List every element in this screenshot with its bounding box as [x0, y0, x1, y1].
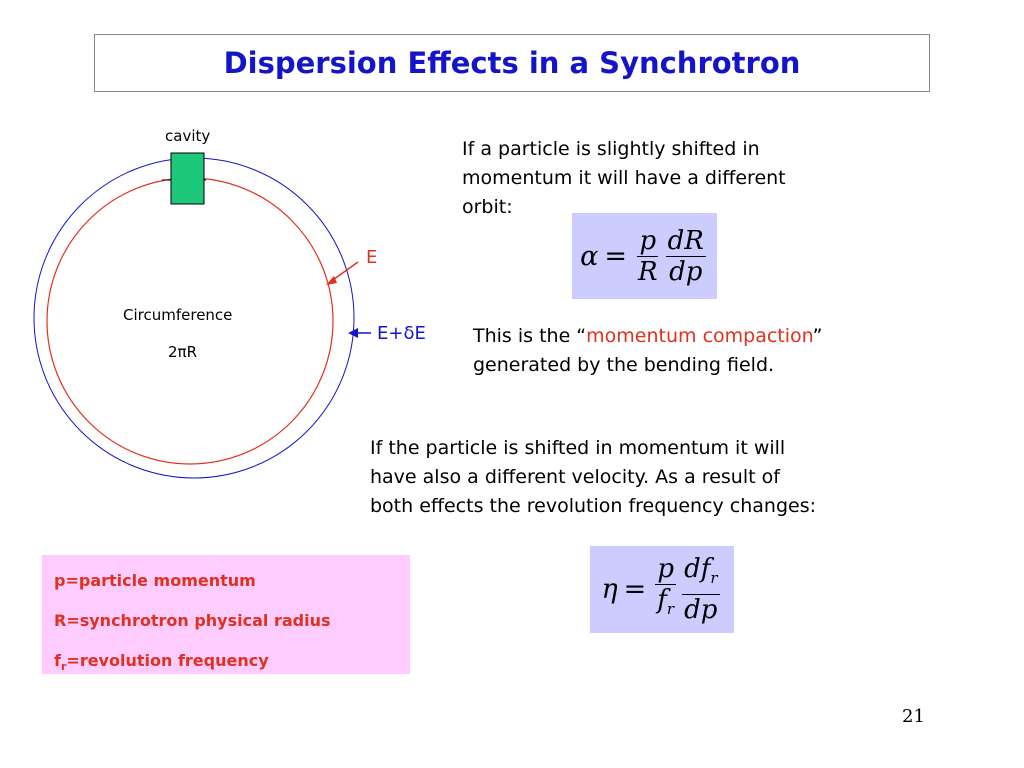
definition-frequency-text: =revolution frequency	[66, 651, 269, 670]
fraction-den-main: f	[657, 585, 667, 616]
fraction-den: fr	[655, 585, 676, 624]
formula-alpha-eq: =	[604, 240, 628, 272]
fraction-num: dR	[665, 225, 706, 257]
fraction-dr-over-dp: dR dp	[665, 225, 706, 287]
fraction-den-sub: r	[666, 600, 675, 619]
formula-eta-lhs: η	[601, 574, 618, 605]
formula-slip-factor: η = p fr dfr dp	[590, 546, 734, 633]
text-block-orbit: If a particle is slightly shifted in mom…	[462, 135, 786, 222]
fraction-num: p	[637, 225, 659, 257]
circumference-label: Circumference	[123, 306, 233, 324]
slide-title: Dispersion Effects in a Synchrotron	[223, 46, 801, 80]
cavity-block	[170, 152, 205, 205]
text-line: If the particle is shifted in momentum i…	[370, 437, 786, 459]
orbit-e-plus-de-label: E+δE	[377, 323, 426, 344]
fraction-num: p	[655, 554, 676, 586]
orbit-e-label: E	[366, 247, 378, 268]
formula-momentum-compaction: α = p R dR dp	[572, 213, 717, 299]
definitions-box: p=particle momentum R=synchrotron physic…	[42, 555, 410, 674]
text-line: momentum it will have a different	[462, 167, 786, 189]
fraction-den: R	[638, 256, 658, 287]
text-line: If a particle is slightly shifted in	[462, 138, 760, 160]
cavity-label: cavity	[165, 127, 211, 145]
momentum-compaction-highlight: momentum compaction	[586, 325, 813, 347]
definition-frequency-sub: r	[60, 660, 67, 674]
text-line: both effects the revolution frequency ch…	[370, 495, 817, 517]
definition-momentum: p=particle momentum	[54, 571, 256, 590]
title-box: Dispersion Effects in a Synchrotron	[94, 34, 930, 92]
text-prefix: This is the “	[473, 325, 587, 347]
fraction-num-main: df	[684, 554, 711, 585]
text-block-momentum-compaction: This is the “momentum compaction” genera…	[473, 322, 823, 380]
fraction-dfr-over-dp: dfr dp	[682, 554, 720, 625]
text-block-revolution: If the particle is shifted in momentum i…	[370, 434, 816, 521]
fraction-den: dp	[684, 594, 718, 625]
arrow-e-plus-de-head	[348, 328, 358, 338]
definition-frequency: fr=revolution frequency	[54, 641, 398, 687]
formula-alpha-lhs: α	[580, 240, 599, 272]
text-suffix: ”	[812, 325, 823, 347]
fraction-num-sub: r	[710, 569, 718, 588]
text-line: generated by the bending field.	[473, 354, 775, 376]
text-line: have also a different velocity. As a res…	[370, 466, 780, 488]
circumference-formula: 2πR	[168, 343, 197, 361]
text-line: orbit:	[462, 196, 513, 218]
orbit-diagram	[33, 152, 371, 479]
formula-eta-eq: =	[623, 574, 647, 605]
page-number: 21	[902, 706, 925, 727]
fraction-den: dp	[669, 256, 703, 287]
fraction-p-over-fr: p fr	[655, 554, 676, 624]
fraction-num: dfr	[682, 554, 720, 595]
definition-radius: R=synchrotron physical radius	[54, 611, 331, 630]
arrow-e-head	[326, 276, 337, 285]
definition-frequency-symbol: f	[54, 651, 61, 670]
fraction-p-over-r: p R	[636, 226, 660, 287]
